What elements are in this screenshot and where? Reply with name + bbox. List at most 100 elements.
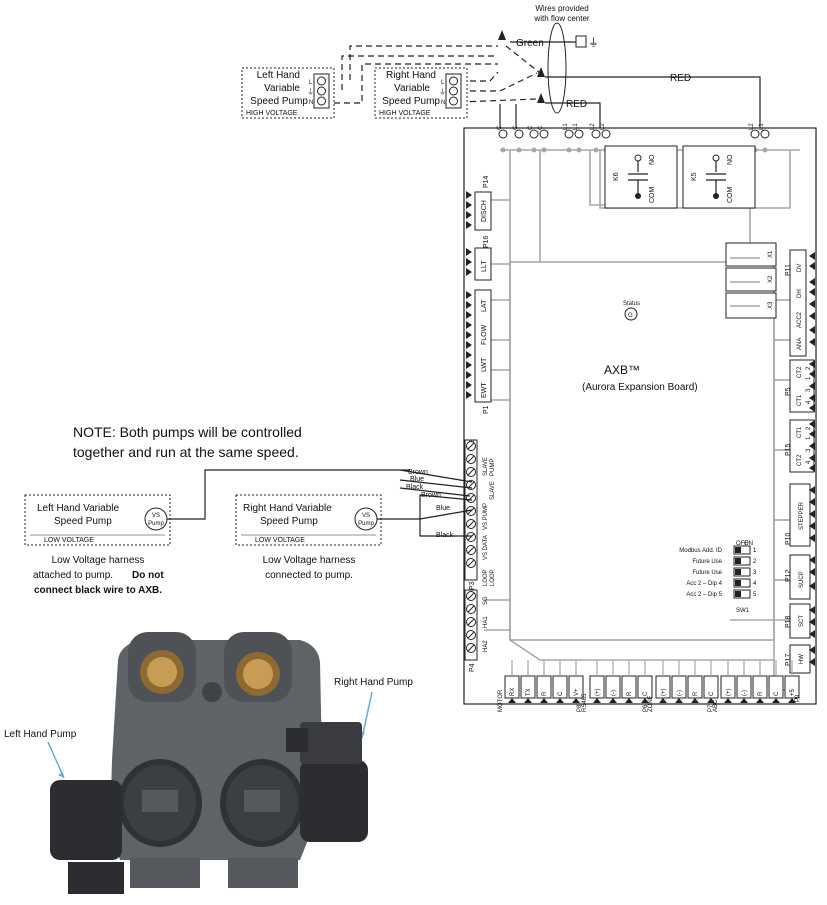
pin-arrow	[809, 300, 815, 308]
pin-arrow	[466, 331, 472, 339]
pin-arrow	[809, 278, 815, 286]
top-terminal-label: C	[528, 125, 534, 130]
pin-arrow	[707, 698, 715, 703]
lv-right-voltage: LOW VOLTAGE	[255, 537, 305, 544]
dip-switch	[733, 545, 751, 555]
pin-arrow	[772, 698, 780, 703]
p2-slave-1: SLAVE	[483, 457, 489, 476]
lv-left-caption2: attached to pump.	[33, 570, 113, 581]
lv-right-pump-vs: VS	[362, 513, 370, 519]
p11-acc2: ACC2	[797, 311, 803, 328]
left-label-arrow	[47, 741, 65, 779]
pin-arrow	[466, 371, 472, 379]
bottom-terminal-label: R	[758, 691, 764, 696]
x3-label: X3	[768, 301, 774, 309]
pin-arrow	[809, 252, 815, 260]
connector-p2: P2 SLAVE PUMP SLAVE VS PUMP VS DATA LOOP…	[464, 439, 496, 653]
sw1-row-label: Future Use	[692, 570, 722, 576]
pin-arrow	[466, 248, 472, 256]
pin-arrow	[593, 698, 601, 703]
p15-pin4: 4	[806, 460, 812, 464]
x1-label: X1	[768, 250, 774, 258]
pin-arrow	[675, 698, 683, 703]
pin-arrow	[572, 698, 580, 703]
wire-blue-label: Blue	[410, 476, 424, 483]
lv-left-caption1: Low Voltage harness	[52, 555, 145, 566]
p18-id: P18	[785, 615, 792, 628]
dip-switch	[733, 556, 751, 566]
top-terminal-label: L1	[563, 123, 569, 130]
top-terminal-label: L2	[590, 123, 596, 130]
p5-pin3: 3	[806, 388, 812, 392]
brass-fitting-right	[243, 659, 273, 689]
pin-arrow	[641, 698, 649, 703]
bottom-terminal-label: C	[774, 691, 780, 696]
p2-loop-2: LOOP	[490, 569, 496, 586]
lv-right-pump-word: Pump	[358, 521, 374, 527]
connector-p16: LLT P16	[474, 235, 492, 281]
red-wire-label-1: RED	[670, 73, 691, 84]
relay-k5-id: K5	[691, 172, 698, 181]
p12-id: P12	[785, 569, 792, 582]
ground-lug	[575, 35, 587, 48]
hv-right-term-n: N	[441, 100, 445, 106]
pin-arrow	[809, 338, 815, 346]
connector-arrow-2	[537, 67, 545, 77]
p5-ct2: CT2	[797, 366, 803, 378]
wire-blue2-label: Blue	[436, 505, 450, 512]
bottom-motor-id: MOTOR	[498, 689, 504, 712]
dip-switch	[733, 567, 751, 577]
pin-arrow	[809, 382, 815, 390]
top-terminal-label: C	[513, 125, 519, 130]
pin-arrow	[809, 454, 815, 462]
hv-right-pump-box: Right Hand Variable Speed Pump HIGH VOLT…	[374, 67, 468, 119]
green-wire-label: Green	[516, 38, 544, 49]
hv-left-line1: Left Hand	[257, 70, 300, 81]
top-terminal	[750, 129, 760, 139]
pin-arrow	[466, 191, 472, 199]
top-terminal	[498, 129, 508, 139]
sw1-title: SW1	[736, 608, 750, 614]
pin-arrow	[466, 361, 472, 369]
brass-fitting-left	[147, 657, 177, 687]
bottom-terminal-label: (-)	[611, 690, 617, 696]
board-title: AXB™	[604, 363, 640, 377]
top-terminal-label: L2	[600, 123, 606, 130]
pin-arrow	[809, 522, 815, 530]
bottom-terminal-label: C	[709, 691, 715, 696]
relay-k6-no: NO	[649, 154, 656, 165]
pin-arrow	[724, 698, 732, 703]
pin-arrow	[809, 606, 815, 614]
p15-pin1: 1	[806, 436, 812, 440]
wire-black-label: Black	[406, 484, 424, 491]
left-edge-arrows	[466, 191, 472, 399]
pin-arrow	[809, 262, 815, 270]
hv-left-term-l: L	[309, 80, 313, 86]
pin-arrow	[809, 326, 815, 334]
relay-k6-id: K6	[613, 172, 620, 181]
top-terminal	[591, 129, 601, 139]
right-edge-arrows	[809, 252, 815, 666]
pin-arrow	[659, 698, 667, 703]
connector-p11: DV DH ACC2 ANA P11	[785, 249, 807, 357]
p11-ana: ANA	[797, 338, 803, 350]
bottom-terminal-label: V+	[574, 688, 580, 696]
p1-flow: FLOW	[481, 324, 488, 345]
p14-label: DISCH	[481, 200, 488, 222]
connector-p14: DISCH P14	[474, 175, 492, 231]
p15-ct2: CT2	[797, 454, 803, 466]
photo-right-label: Right Hand Pump	[334, 677, 413, 688]
bottom-terminal-label: (+)	[661, 688, 667, 696]
top-terminal-label: L1	[759, 123, 765, 130]
flow-center-wires: Wires provided with flow center Green ⏚ …	[334, 4, 761, 128]
p16-label: LLT	[481, 260, 488, 272]
pin-arrow	[466, 301, 472, 309]
pin-arrow	[524, 698, 532, 703]
lv-left-pump-box: Left Hand Variable Speed Pump LOW VOLTAG…	[24, 494, 171, 596]
pin-arrow	[809, 510, 815, 518]
p5-id: P5	[785, 387, 792, 396]
